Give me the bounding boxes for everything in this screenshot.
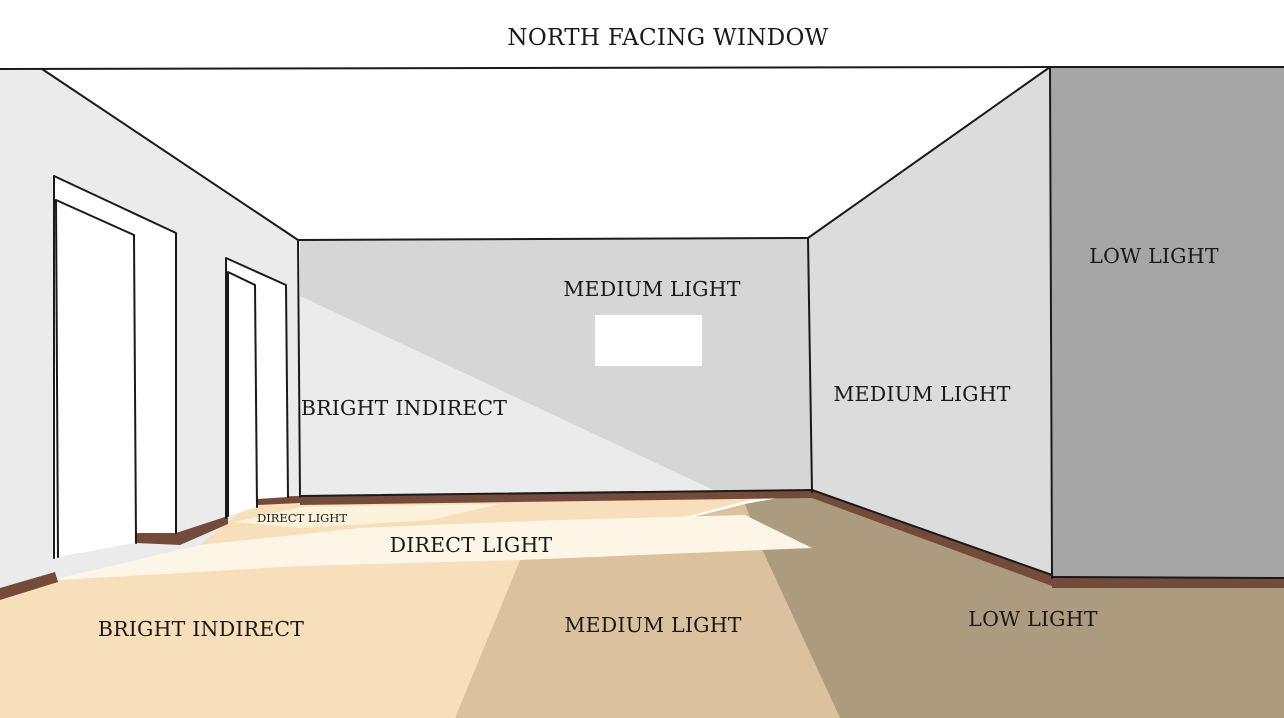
label-far-right-low: LOW LIGHT <box>1089 244 1219 268</box>
baseboard-far-right <box>1052 576 1284 588</box>
door-1-opening <box>56 200 136 557</box>
label-floor-medium: MEDIUM LIGHT <box>564 613 741 637</box>
door-2-opening <box>228 272 257 516</box>
label-right-wall-medium: MEDIUM LIGHT <box>833 382 1010 406</box>
baseboard-right <box>812 490 1052 586</box>
door-1-frame <box>54 176 176 558</box>
ceiling-plane <box>42 67 1050 240</box>
label-floor-direct-small: DIRECT LIGHT <box>257 511 347 525</box>
baseboard-door <box>136 516 228 545</box>
label-back-wall-bright: BRIGHT INDIRECT <box>301 396 507 420</box>
far-right-wall <box>1050 67 1284 578</box>
label-back-wall-medium: MEDIUM LIGHT <box>563 277 740 301</box>
floor-direct-patch-small <box>235 504 500 528</box>
outline-lines <box>0 66 1284 579</box>
back-wall-bright-zone <box>300 296 722 496</box>
back-wall-window <box>595 315 702 366</box>
baseboard-left <box>0 572 58 600</box>
label-floor-direct: DIRECT LIGHT <box>390 533 553 557</box>
floor-direct-patch-main <box>60 515 812 580</box>
label-floor-low: LOW LIGHT <box>968 607 1098 631</box>
ceiling <box>0 0 1284 69</box>
diagram-title: NORTH FACING WINDOW <box>507 25 828 51</box>
baseboard-back <box>300 490 812 505</box>
right-wall <box>808 67 1052 578</box>
label-floor-bright: BRIGHT INDIRECT <box>98 617 304 641</box>
door-2-frame <box>226 258 288 499</box>
floor-low-zone <box>745 492 1284 718</box>
